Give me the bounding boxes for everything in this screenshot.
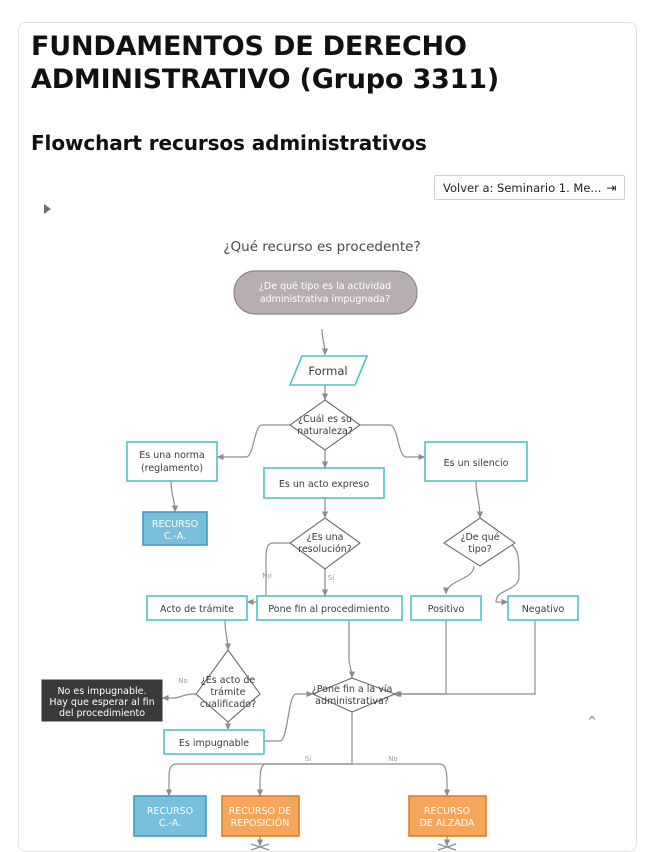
edge-label-si-1: Sí xyxy=(328,574,335,582)
node-decision-via-administrativa[interactable]: ¿Pone fin a la vía administrativa? xyxy=(311,677,397,713)
node-positivo[interactable]: Positivo xyxy=(410,595,482,621)
node-recurso-de-reposicion[interactable]: RECURSO DE REPOSICIÓN xyxy=(221,795,300,837)
edge-label-si-3: Sí xyxy=(305,755,312,763)
page-title: FUNDAMENTOS DE DERECHO ADMINISTRATIVO (G… xyxy=(31,31,499,95)
node-d3-line2: tipo? xyxy=(468,544,491,555)
content-card: FUNDAMENTOS DE DERECHO ADMINISTRATIVO (G… xyxy=(18,22,637,852)
node-decision-resolucion[interactable]: ¿Es una resolución? xyxy=(289,517,361,570)
node-norma-line1: Es una norma xyxy=(139,450,205,461)
node-d2-line1: ¿Es una xyxy=(307,532,344,543)
chevron-up-icon[interactable]: ^ xyxy=(587,714,598,728)
node-noimp-line2: Hay que esperar al fin xyxy=(49,697,154,708)
node-formal-label: Formal xyxy=(308,364,347,378)
node-acto-label: Es un acto expreso xyxy=(279,479,369,490)
edge-d1-silencio xyxy=(360,424,426,461)
edge-silencio-d3 xyxy=(475,480,484,519)
node-start-line1: ¿De qué tipo es la actividad xyxy=(259,281,391,292)
edge-d4-noimp xyxy=(161,693,197,702)
node-acto-de-tramite[interactable]: Acto de trámite xyxy=(146,595,248,621)
node-pone-fin-al-procedimiento[interactable]: Pone fin al procedimiento xyxy=(256,595,403,621)
edge-norma-rca1 xyxy=(170,480,179,513)
node-norma-line2: (reglamento) xyxy=(141,463,203,474)
node-formal[interactable]: Formal xyxy=(288,355,369,386)
edge-label-no-3: No xyxy=(388,755,398,763)
node-positivo-label: Positivo xyxy=(428,604,465,615)
node-recurso-ca-bottom[interactable]: RECURSO C.-A. xyxy=(133,795,207,837)
edge-layer: No Sí No Sí Sí xyxy=(161,328,536,851)
node-ponefin-label: Pone fin al procedimiento xyxy=(268,604,389,615)
node-alzada-line2: DE ALZADA xyxy=(420,818,475,829)
edge-d2-tramite xyxy=(246,542,294,606)
node-rca1-line1: RECURSO xyxy=(152,519,198,530)
node-recurso-ca-top[interactable]: RECURSO C.-A. xyxy=(142,511,208,546)
edge-tramite-d4 xyxy=(224,619,232,651)
edge-d3-negativo xyxy=(495,542,520,606)
node-d4-line1: ¿Es acto de xyxy=(201,675,256,686)
node-negativo[interactable]: Negativo xyxy=(507,595,579,621)
edge-d5-alzada xyxy=(352,763,451,797)
node-es-un-acto-expreso[interactable]: Es un acto expreso xyxy=(263,467,385,499)
section-title: Flowchart recursos administrativos xyxy=(31,131,427,155)
node-silencio-label: Es un silencio xyxy=(444,458,509,469)
edge-d5-repos xyxy=(256,763,352,797)
node-noimp-line1: No es impugnable. xyxy=(57,686,146,697)
edge-d3-positivo xyxy=(442,565,475,595)
play-triangle-icon[interactable] xyxy=(44,204,51,214)
node-start-line2: administrativa impugnada? xyxy=(260,294,390,305)
node-d4-line3: cualificado? xyxy=(200,699,256,710)
edge-label-no-1: No xyxy=(262,572,272,580)
node-d5-line2: administrativa? xyxy=(315,696,389,707)
sign-in-arrow-icon: ⇥ xyxy=(606,180,617,195)
diagram-title: ¿Qué recurso es procedente? xyxy=(223,239,420,255)
node-repos-line1: RECURSO DE xyxy=(229,806,292,817)
edge-label-no-2: No xyxy=(178,677,188,685)
back-to-section-button[interactable]: Volver a: Seminario 1. Me... ⇥ xyxy=(434,175,626,200)
node-d2-line2: resolución? xyxy=(298,544,352,555)
node-d3-line1: ¿De qué xyxy=(460,532,499,543)
node-rca2-line2: C.-A. xyxy=(159,818,181,829)
node-start[interactable]: ¿De qué tipo es la actividad administrat… xyxy=(233,270,418,315)
back-button-label: Volver a: Seminario 1. Me... xyxy=(443,180,602,195)
node-alzada-line1: RECURSO xyxy=(424,806,470,817)
edge-start-formal xyxy=(321,328,329,356)
node-es-una-norma[interactable]: Es una norma (reglamento) xyxy=(126,441,218,482)
flowchart-svg: No Sí No Sí Sí xyxy=(41,239,579,851)
node-d5-line1: ¿Pone fin a la vía xyxy=(312,684,393,695)
node-rca2-line1: RECURSO xyxy=(147,806,193,817)
node-d1-line2: naturaleza? xyxy=(297,426,353,437)
node-d4-line2: trámite xyxy=(211,687,246,698)
node-repos-line2: REPOSICIÓN xyxy=(231,817,290,829)
node-decision-tipo-silencio[interactable]: ¿De qué tipo? xyxy=(443,517,516,567)
edge-esimp-d5 xyxy=(264,690,314,742)
edge-d1-norma xyxy=(216,424,290,461)
node-rca1-line2: C.-A. xyxy=(164,531,186,542)
node-recurso-de-alzada[interactable]: RECURSO DE ALZADA xyxy=(408,795,487,837)
node-d1-line1: ¿Cuál es su xyxy=(298,414,352,425)
edge-ponefin-d5 xyxy=(348,620,356,679)
node-negativo-label: Negativo xyxy=(522,604,565,615)
node-noimp-line3: del procedimiento xyxy=(59,708,145,719)
node-es-un-silencio[interactable]: Es un silencio xyxy=(424,441,528,482)
edge-d5-rca2 xyxy=(165,712,353,797)
node-esimp-label: Es impugnable xyxy=(179,738,249,749)
edge-negativo-d5 xyxy=(394,620,536,698)
node-es-impugnable[interactable]: Es impugnable xyxy=(163,729,265,755)
node-decision-naturaleza[interactable]: ¿Cuál es su naturaleza? xyxy=(289,399,361,451)
node-tramite-label: Acto de trámite xyxy=(160,604,234,615)
node-decision-tramite-cualificado[interactable]: ¿Es acto de trámite cualificado? xyxy=(195,649,261,723)
edge-positivo-d5 xyxy=(392,620,447,698)
flowchart-canvas[interactable]: No Sí No Sí Sí xyxy=(19,228,636,852)
node-no-es-impugnable[interactable]: No es impugnable. Hay que esperar al fin… xyxy=(41,679,163,722)
